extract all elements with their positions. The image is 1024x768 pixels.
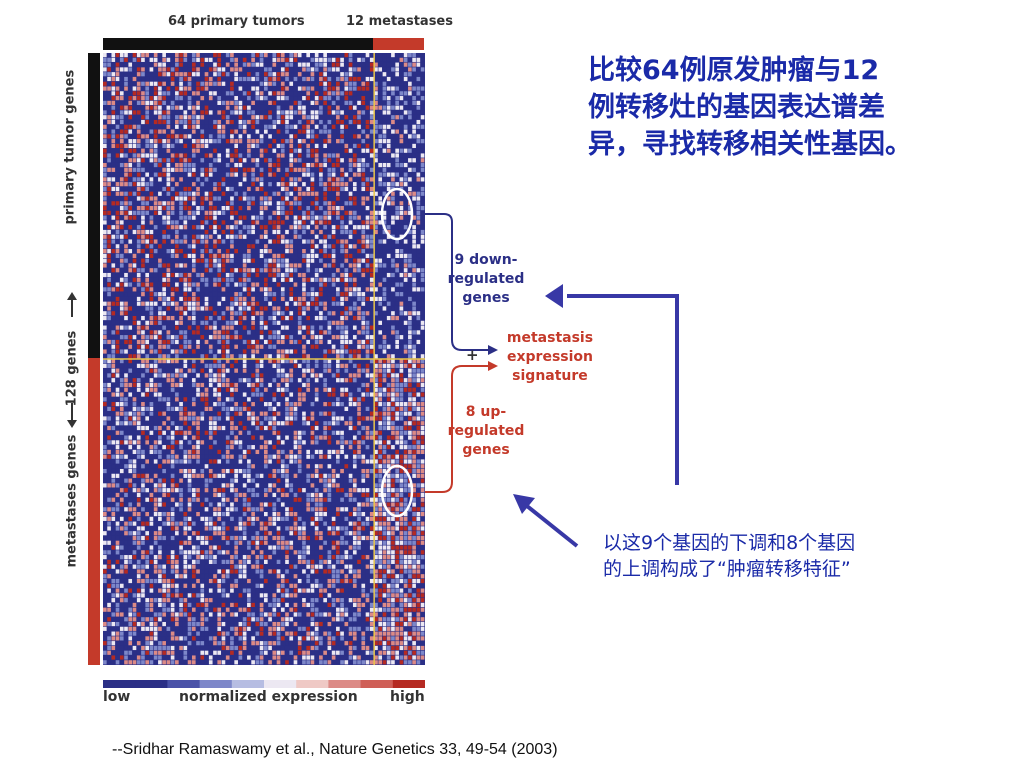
metastases-label: 12 metastases [346, 14, 453, 29]
plus-sign: + [466, 346, 479, 364]
expression-heatmap [103, 53, 425, 665]
up-arrow-icon [64, 292, 80, 322]
up-circle-icon [380, 464, 414, 518]
legend-labels: low normalized expression high [103, 689, 425, 709]
down-arrow-icon [64, 402, 80, 432]
comparison-note: 比较64例原发肿瘤与12 例转移灶的基因表达谱差 异，寻找转移相关性基因。 [588, 55, 912, 160]
up-regulated-label: 8 up- regulated genes [447, 404, 525, 458]
legend-high: high [390, 689, 425, 705]
metastasis-signature-label: metastasis expression signature [506, 330, 594, 384]
metastases-bar [373, 38, 424, 50]
signature-connectors [425, 213, 498, 493]
down-regulated-label: 9 down- regulated genes [447, 252, 525, 306]
metastases-genes-bar [88, 358, 100, 665]
blue-arrows [513, 284, 679, 548]
primary-tumor-genes-label: primary tumor genes [62, 69, 78, 225]
metastases-genes-label: metastases genes [64, 434, 80, 568]
genes-128-label: 128 genes [64, 330, 80, 407]
legend-normalized: normalized expression [179, 689, 358, 705]
highlight-circles [380, 187, 414, 518]
down-circle-icon [380, 187, 414, 241]
citation: --Sridhar Ramaswamy et al., Nature Genet… [112, 741, 558, 758]
signature-note: 以这9个基因的下调和8个基因 的上调构成了“肿瘤转移特征” [603, 532, 856, 580]
primary-tumors-bar [103, 38, 373, 50]
expression-legend-bar [103, 680, 425, 688]
primary-genes-bar [88, 53, 100, 358]
primary-tumors-label: 64 primary tumors [168, 14, 305, 29]
legend-low: low [103, 689, 131, 705]
